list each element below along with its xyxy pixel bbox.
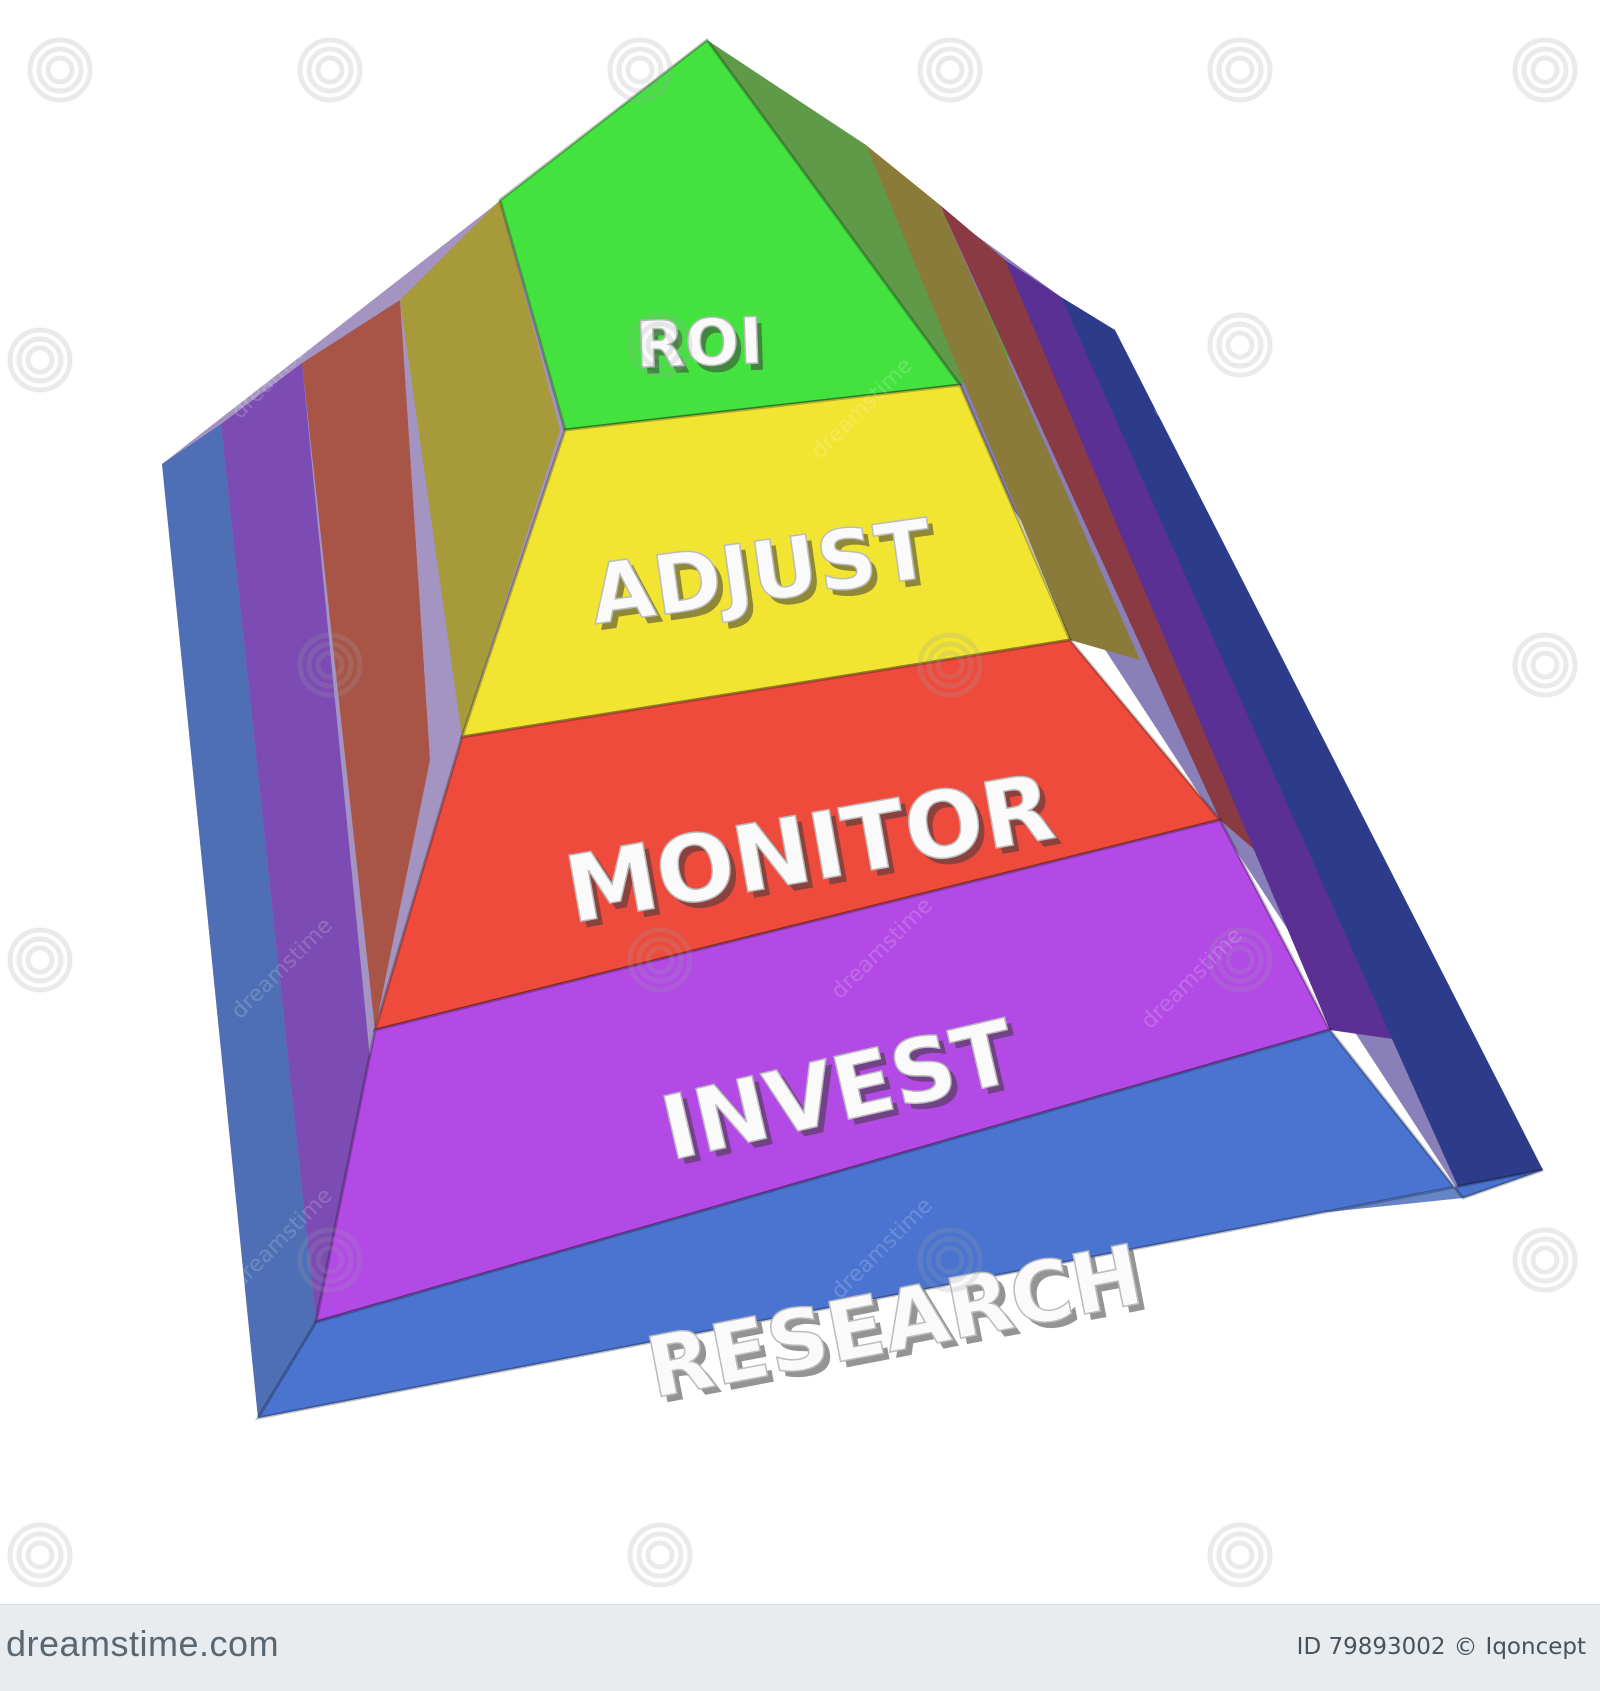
watermark-swirl-icon <box>27 37 93 103</box>
watermark-swirl-icon <box>1207 37 1273 103</box>
footer-logo[interactable]: dreamstime.com <box>6 1623 280 1664</box>
watermark-swirl-icon <box>7 1522 73 1588</box>
watermark-swirl-icon <box>627 1522 693 1588</box>
watermark-swirl-icon <box>627 927 693 993</box>
watermark-swirl-icon <box>297 37 363 103</box>
left-strip-yellow <box>400 200 560 737</box>
level-label-roi: ROI <box>634 305 764 383</box>
footer-id: ID 79893002 © Iqoncept <box>1297 1633 1586 1661</box>
watermark-swirl-icon <box>1512 632 1578 698</box>
watermark-swirl-icon <box>1207 312 1273 378</box>
author-name[interactable]: Iqoncept <box>1485 1634 1586 1660</box>
level-label-shadow: ROI <box>640 312 770 390</box>
level-research-step <box>254 1028 1544 1421</box>
watermark-swirl-icon <box>297 1227 363 1293</box>
pyramid-svg: ROIROIADJUSTADJUSTMONITORMONITORINVESTIN… <box>7 37 1578 1588</box>
watermark-swirl-icon <box>7 327 73 393</box>
watermark-swirl-icon <box>1207 1522 1273 1588</box>
left-strip-red <box>302 300 430 1030</box>
watermark-swirl-icon <box>1512 37 1578 103</box>
watermark-swirl-icon <box>1207 927 1273 993</box>
right-strip-blue <box>1061 297 1543 1198</box>
footer-bar: dreamstime.com ID 79893002 © Iqoncept <box>0 1604 1600 1691</box>
watermark-swirl-icon <box>917 1227 983 1293</box>
watermark-text: dreamstime <box>1147 313 1258 424</box>
watermark-swirl-icon <box>917 37 983 103</box>
right-strip-yellow <box>866 145 1140 660</box>
left-strip-purple <box>221 363 375 1322</box>
watermark-swirl-icon <box>607 37 673 103</box>
watermark-swirl-icon <box>1512 1227 1578 1293</box>
watermark-swirl-icon <box>297 632 363 698</box>
copyright-icon: © <box>1453 1633 1478 1661</box>
watermark-swirl-icon <box>917 632 983 698</box>
left-strip-blue <box>162 424 316 1418</box>
image-id: ID 79893002 <box>1296 1634 1446 1660</box>
right-strip-purple <box>1005 260 1400 1040</box>
watermark-swirl-icon <box>7 927 73 993</box>
watermark-swirl-icon <box>627 312 693 378</box>
